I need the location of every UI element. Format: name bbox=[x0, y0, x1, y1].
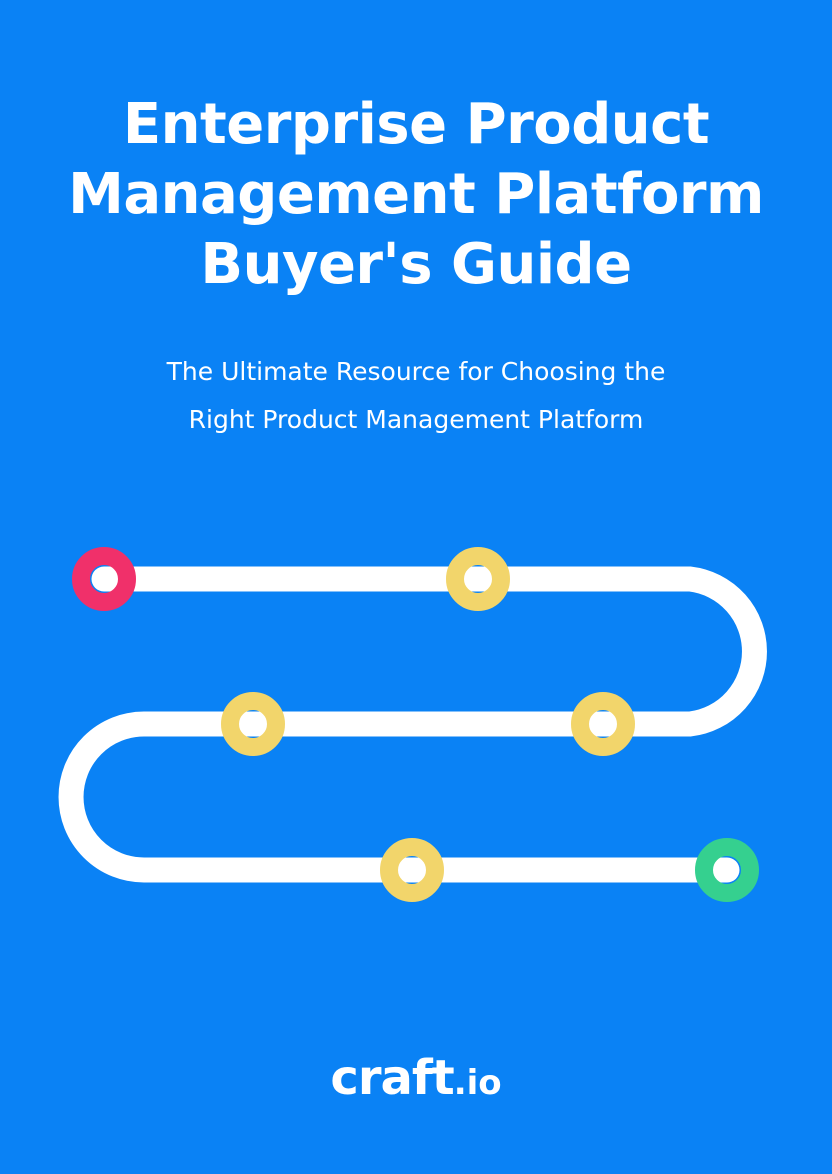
logo-tld: .io bbox=[453, 1063, 502, 1103]
start-marker-icon bbox=[72, 547, 136, 611]
title-line-3: Buyer's Guide bbox=[200, 232, 632, 297]
subtitle-line-1: The Ultimate Resource for Choosing the bbox=[166, 357, 666, 386]
craft-logo: craft.io bbox=[0, 1048, 832, 1113]
milestone-marker-icon bbox=[446, 547, 510, 611]
subtitle-line-2: Right Product Management Platform bbox=[188, 405, 644, 434]
end-marker-icon bbox=[695, 838, 759, 902]
logo-name: craft bbox=[330, 1050, 454, 1106]
roadmap-illustration bbox=[58, 547, 767, 902]
cover-title: Enterprise Product Management Platform B… bbox=[0, 90, 832, 300]
milestone-marker-icon bbox=[380, 838, 444, 902]
milestone-marker-icon bbox=[221, 692, 285, 756]
milestone-marker-icon bbox=[571, 692, 635, 756]
cover-subtitle: The Ultimate Resource for Choosing the R… bbox=[0, 348, 832, 444]
title-line-1: Enterprise Product bbox=[122, 92, 710, 157]
title-line-2: Management Platform bbox=[68, 162, 764, 227]
roadmap-path bbox=[58, 566, 767, 883]
